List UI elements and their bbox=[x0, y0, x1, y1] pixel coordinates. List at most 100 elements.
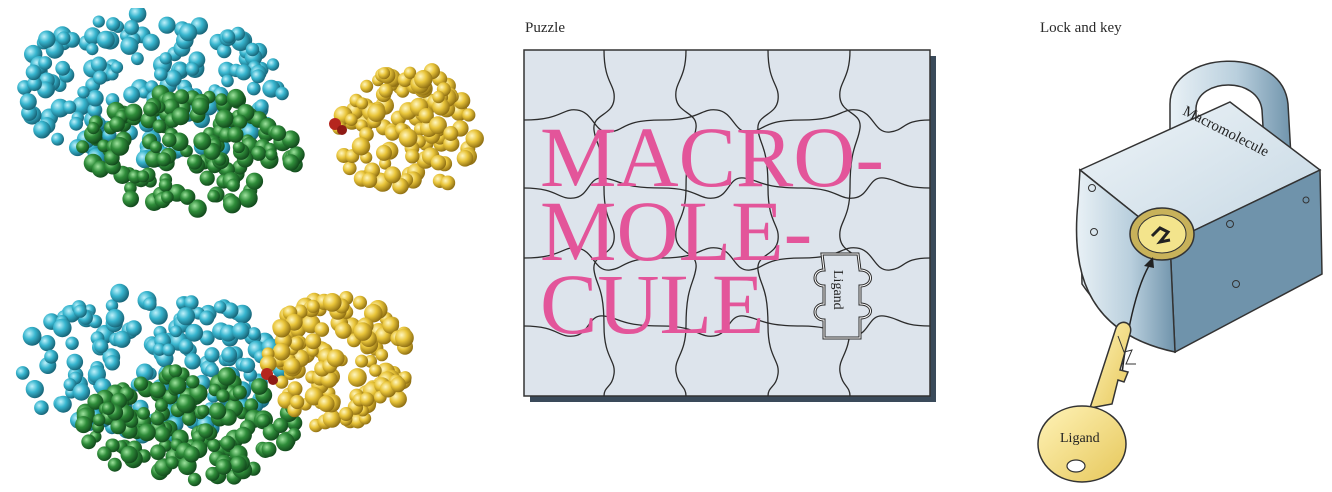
cyan-atom bbox=[63, 101, 76, 114]
keyhole bbox=[1130, 208, 1194, 260]
green-atom bbox=[109, 116, 125, 132]
cyan-atom bbox=[93, 16, 105, 28]
green-atom bbox=[176, 394, 195, 413]
green-atom bbox=[215, 93, 227, 105]
yellow-atom bbox=[384, 166, 401, 183]
cyan-atom bbox=[232, 322, 249, 339]
green-atom bbox=[76, 140, 89, 153]
yellow-atom bbox=[348, 368, 367, 387]
green-atom bbox=[150, 444, 166, 460]
yellow-atom bbox=[345, 113, 358, 126]
yellow-atom bbox=[290, 395, 304, 409]
yellow-atom bbox=[339, 407, 353, 421]
cyan-atom bbox=[111, 61, 123, 73]
yellow-atom bbox=[414, 70, 432, 88]
cyan-atom bbox=[123, 86, 140, 103]
cyan-atom bbox=[93, 71, 107, 85]
green-atom bbox=[110, 419, 126, 435]
yellow-atom bbox=[443, 126, 458, 141]
cyan-atom bbox=[33, 121, 51, 139]
cyan-atom bbox=[34, 400, 49, 415]
green-atom bbox=[153, 119, 167, 133]
green-atom bbox=[154, 426, 170, 442]
cyan-atom bbox=[44, 350, 58, 364]
cyan-atom bbox=[51, 133, 64, 146]
cyan-atom bbox=[91, 57, 107, 73]
green-atom bbox=[155, 399, 168, 412]
cyan-atom bbox=[214, 301, 227, 314]
green-atom bbox=[75, 416, 92, 433]
green-atom bbox=[182, 412, 196, 426]
cyan-atom bbox=[86, 43, 98, 55]
cyan-atom bbox=[240, 358, 255, 373]
cyan-atom bbox=[94, 339, 108, 353]
yellow-atom bbox=[318, 395, 335, 412]
yellow-atom bbox=[466, 129, 484, 147]
green-atom bbox=[227, 127, 243, 143]
cyan-atom bbox=[143, 34, 160, 51]
yellow-atom bbox=[399, 129, 418, 148]
green-atom bbox=[172, 107, 190, 125]
green-atom bbox=[198, 423, 213, 438]
cyan-atom bbox=[77, 86, 89, 98]
green-atom bbox=[227, 89, 245, 107]
puzzle-diagram: Ligand MACRO- MOLE- CULE bbox=[522, 48, 942, 408]
cyan-atom bbox=[126, 320, 142, 336]
yellow-atom bbox=[432, 91, 444, 103]
green-atom bbox=[273, 418, 288, 433]
green-atom bbox=[174, 89, 189, 104]
green-atom bbox=[186, 375, 199, 388]
yellow-atom bbox=[355, 355, 368, 368]
molecule-bound bbox=[5, 282, 425, 492]
cyan-atom bbox=[110, 284, 129, 303]
green-atom bbox=[87, 122, 99, 134]
green-atom bbox=[159, 178, 172, 191]
green-atom bbox=[102, 402, 115, 415]
cyan-atom bbox=[26, 65, 42, 81]
yellow-atom bbox=[323, 293, 342, 312]
cyan-atom bbox=[222, 30, 235, 43]
yellow-atom bbox=[335, 322, 352, 339]
yellow-atom bbox=[354, 322, 373, 341]
green-atom bbox=[183, 446, 199, 462]
cyan-atom bbox=[162, 344, 175, 357]
green-atom bbox=[121, 446, 138, 463]
green-atom bbox=[162, 133, 177, 148]
ligand-protein-yellow bbox=[332, 63, 484, 194]
green-atom bbox=[138, 424, 156, 442]
green-atom bbox=[93, 414, 106, 427]
cyan-atom bbox=[221, 75, 234, 88]
yellow-atom bbox=[360, 392, 374, 406]
puzzle-title: Puzzle bbox=[525, 20, 565, 37]
cyan-atom bbox=[57, 31, 71, 45]
cyan-atom bbox=[158, 17, 175, 34]
yellow-atom bbox=[352, 137, 370, 155]
cyan-atom bbox=[221, 347, 237, 363]
green-atom bbox=[207, 439, 220, 452]
yellow-atom bbox=[284, 358, 301, 375]
green-atom bbox=[251, 378, 268, 395]
green-atom bbox=[256, 414, 270, 428]
green-atom bbox=[227, 179, 240, 192]
green-atom bbox=[110, 137, 129, 156]
green-atom bbox=[207, 190, 220, 203]
cyan-atom bbox=[154, 67, 168, 81]
macromolecule-line-3: CULE bbox=[540, 256, 765, 352]
green-atom bbox=[223, 195, 241, 213]
yellow-atom bbox=[376, 349, 389, 362]
yellow-atom bbox=[379, 84, 393, 98]
green-atom bbox=[125, 104, 143, 122]
green-atom bbox=[192, 98, 210, 116]
cyan-atom bbox=[69, 117, 83, 131]
green-atom bbox=[143, 102, 158, 117]
cyan-atom bbox=[267, 58, 279, 70]
green-atom bbox=[122, 191, 139, 208]
cyan-atom bbox=[204, 347, 219, 362]
green-atom bbox=[81, 434, 96, 449]
protein-domain-b-green bbox=[76, 85, 305, 218]
cyan-atom bbox=[143, 297, 157, 311]
cyan-atom bbox=[236, 64, 252, 80]
green-atom bbox=[218, 367, 237, 386]
yellow-atom bbox=[360, 80, 373, 93]
key-label: Ligand bbox=[1060, 431, 1100, 446]
